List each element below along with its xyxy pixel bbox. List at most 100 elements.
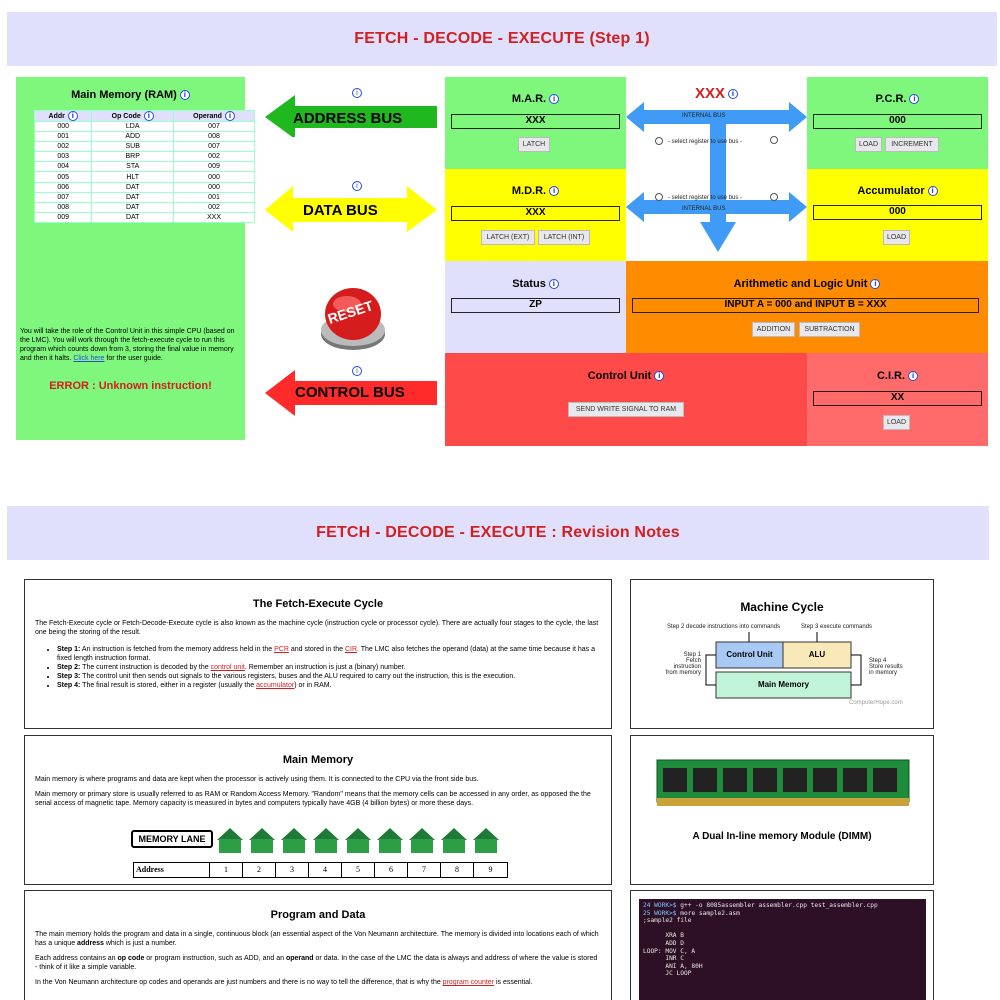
glossary-link[interactable]: PCR (274, 646, 289, 653)
mdr-latch-int-button[interactable]: LATCH (INT) (538, 230, 590, 245)
mc-step4: Step 4 Store results in memory (869, 658, 903, 676)
info-icon[interactable]: i (224, 111, 235, 121)
fetch-execute-step: Step 3: The control unit then sends out … (57, 672, 601, 681)
ram-opcode-cell: STA (91, 161, 175, 173)
pcr-load-button[interactable]: LOAD (855, 137, 882, 152)
radio-mar[interactable] (655, 137, 663, 145)
ram-opcode-cell: DAT (91, 211, 175, 223)
mdr-register: M.D.R.i XXX LATCH (EXT) LATCH (INT) (445, 169, 626, 261)
reset-button[interactable]: RESET (313, 280, 393, 355)
control-unit-title: Control Unit (587, 370, 652, 382)
address-cell: 9 (488, 865, 493, 874)
info-icon[interactable]: i (927, 186, 938, 197)
subtraction-button[interactable]: SUBTRACTION (799, 322, 860, 337)
ram-addr-cell: 004 (33, 161, 93, 173)
user-guide-link[interactable]: Click here (73, 355, 105, 362)
ram-addr-cell: 009 (33, 211, 93, 223)
ram-addr-cell: 000 (33, 120, 93, 133)
fetch-execute-step: Step 2: The current instruction is decod… (57, 663, 601, 672)
program-data-title: Program and Data (270, 909, 366, 921)
terminal-line: INR C (643, 955, 684, 963)
ram-operand-cell: 009 (173, 161, 255, 173)
mc-step1: Step 1 Fetch instruction from memory (665, 652, 701, 676)
info-icon[interactable]: i (549, 186, 560, 197)
radio-mdr[interactable] (655, 193, 663, 201)
address-cell: 8 (441, 863, 474, 877)
ram-addr-cell: 003 (33, 151, 93, 163)
ram-operand-cell: 002 (173, 201, 255, 213)
info-icon[interactable]: i (654, 371, 665, 382)
status-value: ZP (451, 298, 620, 313)
radio-pcr[interactable] (770, 136, 778, 144)
info-icon[interactable]: i (352, 366, 362, 376)
house-icon (345, 828, 371, 853)
house-icon (281, 828, 307, 853)
info-icon[interactable]: i (67, 111, 78, 121)
notes-title: FETCH - DECODE - EXECUTE : Revision Note… (316, 524, 680, 541)
select-hint-bottom: - select register to use bus - (668, 195, 743, 201)
info-icon[interactable]: i (870, 279, 881, 290)
info-icon[interactable]: i (549, 94, 560, 105)
ram-opcode-cell: SUB (91, 141, 175, 153)
glossary-link[interactable]: control unit (210, 664, 245, 671)
address-bus: i ADDRESS BUS (265, 87, 440, 137)
internal-bus-arrow-icon (626, 102, 807, 252)
program-counter-link[interactable]: program counter (442, 979, 495, 986)
page-title: FETCH - DECODE - EXECUTE (Step 1) (354, 30, 650, 47)
terminal-line: ;sample2 file (643, 917, 692, 925)
error-message: ERROR : Unknown instruction! (49, 380, 212, 392)
ram-opcode-cell: ADD (91, 131, 175, 143)
glossary-link[interactable]: CIR (344, 646, 357, 653)
radio-accumulator[interactable] (770, 193, 778, 201)
address-cell: 6 (375, 863, 408, 877)
info-icon[interactable]: i (179, 90, 190, 101)
cir-load-button[interactable]: LOAD (883, 415, 910, 430)
terminal-line: XRA B (643, 932, 684, 940)
dimm-box: A Dual In-line memory Module (DIMM) (630, 735, 934, 885)
reset-button-icon (321, 288, 385, 350)
ram-operand-cell: 007 (173, 120, 255, 133)
accumulator-load-button[interactable]: LOAD (883, 230, 910, 245)
send-write-signal-button[interactable]: SEND WRITE SIGNAL TO RAM (568, 402, 684, 417)
fetch-execute-intro: The Fetch-Execute cycle or Fetch-Decode-… (35, 620, 599, 636)
info-icon[interactable]: i (143, 111, 154, 121)
memory-chip (723, 768, 747, 792)
mdr-value: XXX (451, 206, 620, 221)
mc-control-unit: Control Unit (726, 650, 773, 659)
glossary-link[interactable]: accumulator (256, 682, 295, 689)
address-cell: 1 (210, 863, 243, 877)
mdr-latch-ext-button[interactable]: LATCH (EXT) (481, 230, 535, 245)
ram-addr-cell: 007 (33, 191, 93, 203)
select-hint-top: - select register to use bus - (668, 139, 743, 145)
pcr-title: P.C.R. (875, 93, 907, 105)
info-icon[interactable]: i (352, 88, 362, 98)
machine-cycle-title: Machine Cycle (740, 600, 824, 614)
pcr-increment-button[interactable]: INCREMENT (885, 137, 939, 152)
address-bus-label: ADDRESS BUS (293, 110, 403, 127)
info-icon[interactable]: i (548, 279, 559, 290)
mar-register: M.A.R.i XXX LATCH (445, 77, 626, 169)
addition-button[interactable]: ADDITION (752, 322, 795, 337)
info-icon[interactable]: i (352, 181, 362, 191)
address-cell: 4 (309, 863, 342, 877)
info-icon[interactable]: i (908, 371, 919, 382)
program-data-p1: The main memory holds the program and da… (35, 931, 599, 947)
mc-main-memory: Main Memory (757, 680, 810, 689)
ram-operand-cell: 008 (173, 131, 255, 143)
fetch-execute-step: Step 1: An instruction is fetched from t… (57, 645, 601, 663)
mar-latch-button[interactable]: LATCH (518, 137, 550, 152)
memory-lane-sign: MEMORY LANE (131, 830, 213, 848)
address-cell: 5 (342, 863, 375, 877)
cir-title: C.I.R. (876, 370, 906, 382)
info-icon[interactable]: i (909, 94, 920, 105)
data-bus-label: DATA BUS (303, 202, 378, 219)
terminal-line: LOOP: MOV C, A (643, 947, 696, 955)
terminal-line: ADD D (643, 939, 684, 947)
info-icon[interactable]: i (728, 89, 738, 100)
cir-register: C.I.R.i XX LOAD (807, 353, 988, 446)
